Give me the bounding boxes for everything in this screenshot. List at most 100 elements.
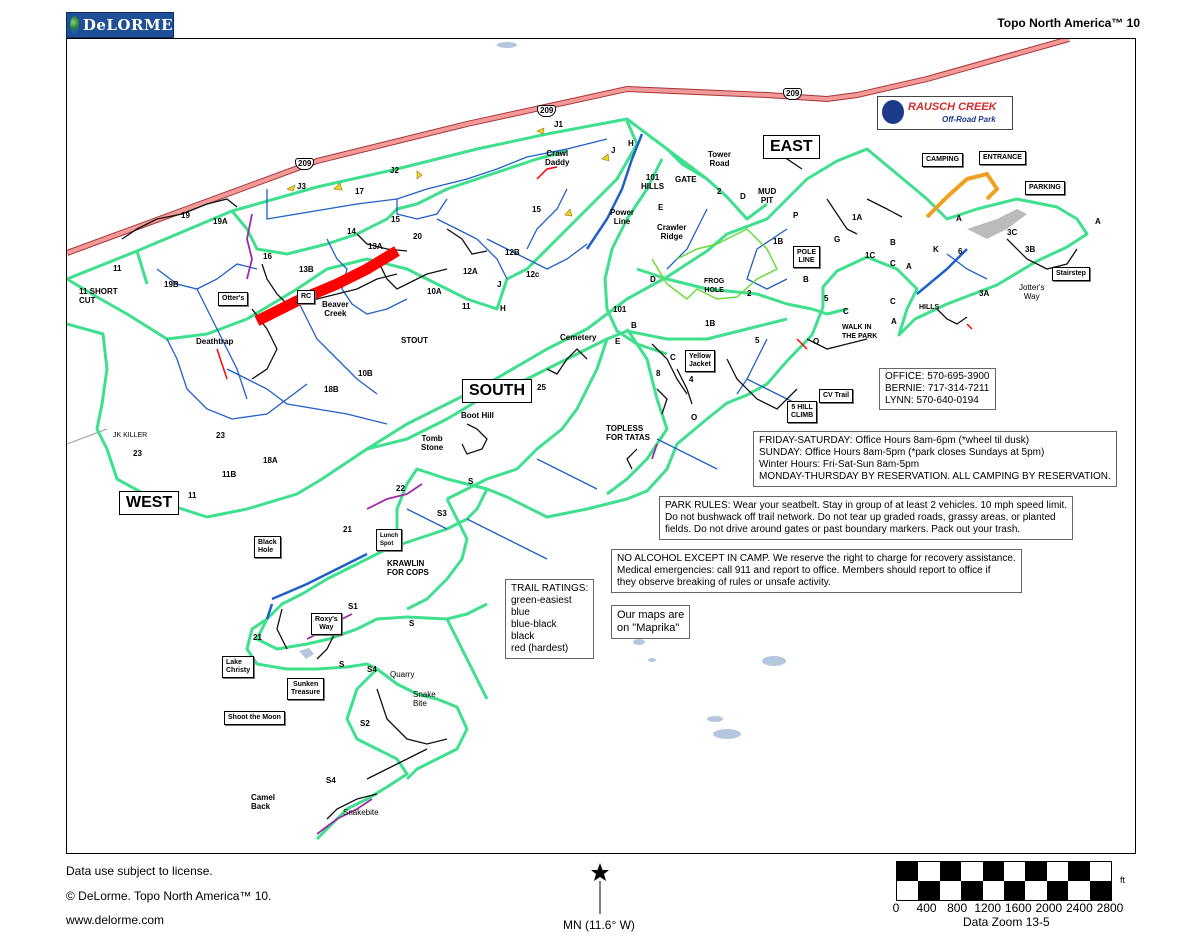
trail-label: C <box>843 307 849 316</box>
trail-label: A <box>956 214 962 223</box>
trail-label: J <box>611 146 616 155</box>
trail-label: G <box>834 235 841 244</box>
trail-label: S <box>339 660 345 669</box>
scale-bar-segment <box>1089 862 1111 881</box>
trail-label: A <box>891 317 897 326</box>
maprika-line: Our maps are <box>617 609 685 621</box>
trail-label: Crawl Daddy <box>545 149 570 167</box>
trail-label: Tomb Stone <box>421 434 444 452</box>
trail-label: 17 <box>355 187 364 196</box>
hours-line: Winter Hours: Fri-Sat-Sun 8am-5pm <box>759 459 920 470</box>
trail-label: 8 <box>656 369 661 378</box>
park-rules-panel: PARK RULES: Wear your seatbelt. Stay in … <box>659 496 1074 540</box>
callout-camping: CAMPING <box>922 153 964 167</box>
water-body <box>762 656 786 666</box>
hours-line: SUNDAY: Office Hours 8am-5pm (*park clos… <box>759 447 1045 458</box>
scale-bar-segment <box>897 881 919 900</box>
trail-label: O <box>813 337 820 346</box>
trail-label: Tower Road <box>708 150 731 168</box>
scale-tick-label: 2800 <box>1096 901 1124 915</box>
green-trails <box>67 117 1089 841</box>
blue-trails <box>156 138 988 560</box>
magnetic-north-label: MN (11.6° W) <box>563 918 635 932</box>
trail-label: S1 <box>348 602 358 611</box>
contact-lynn: LYNN: 570-640-0194 <box>885 395 979 406</box>
trail-label: E <box>615 337 621 346</box>
rating-line: green-easiest <box>511 595 572 606</box>
trail-label: FROG HOLE <box>704 278 725 294</box>
trail-label: 19B <box>164 280 179 289</box>
rules-line: PARK RULES: Wear your seatbelt. Stay in … <box>665 500 1068 511</box>
scale-bar-segment <box>1025 881 1047 900</box>
park-logo-title: RAUSCH CREEK <box>908 101 997 113</box>
red-trail <box>216 348 228 380</box>
trail-label: 21 <box>253 633 262 642</box>
rating-line: black <box>511 631 535 642</box>
scale-bar-segment <box>982 862 1004 881</box>
trail-label: S <box>468 477 474 486</box>
trail-label: Camel Back <box>251 793 276 811</box>
delorme-logo: DeLORME <box>66 12 174 38</box>
callout-yellow-jacket: Yellow Jacket <box>685 350 715 372</box>
trail-label: P <box>793 211 799 220</box>
tire-icon <box>882 100 904 124</box>
callout-pole-line: POLE LINE <box>793 246 821 268</box>
scale-tick-label: 1200 <box>974 901 1002 915</box>
website-link[interactable]: www.delorme.com <box>66 913 165 927</box>
trail-label: 101 HILLS <box>641 173 665 191</box>
blue-black-trail <box>916 248 968 295</box>
trail-label: A <box>906 262 912 271</box>
highway-209-fill <box>67 39 1070 255</box>
trail-label: 25 <box>537 383 546 392</box>
callout-5-hill-climb: 5 HILL CLIMB <box>787 401 818 423</box>
trail-label: C <box>890 259 896 268</box>
trail-label: 10A <box>427 287 442 296</box>
scale-tick-label: 2000 <box>1035 901 1063 915</box>
scale-bar-segment <box>961 881 983 900</box>
trail-label: 11 SHORT CUT <box>79 287 118 305</box>
trail-label: S4 <box>367 665 377 674</box>
trail-label: 1A <box>852 213 863 222</box>
trail-label: J2 <box>390 166 399 175</box>
trail-label: HILLS <box>919 304 940 311</box>
scale-bar-segment <box>1089 881 1111 900</box>
trail-label: 5 <box>824 294 829 303</box>
camping-road <box>925 171 1000 219</box>
trail-label: D <box>740 192 746 201</box>
trail-label: 23 <box>133 449 142 458</box>
rating-line: blue <box>511 607 530 618</box>
scale-bar-segment <box>1046 881 1069 900</box>
scale-tick-label: 2400 <box>1066 901 1093 915</box>
scale-tick-label: 0 <box>892 901 900 915</box>
trail-label: 22 <box>396 484 405 493</box>
scale-tick-label: 400 <box>916 901 937 915</box>
scale-bar-segment <box>918 881 940 900</box>
scale-bar-segment <box>1004 881 1026 900</box>
red-trail <box>966 323 973 330</box>
region-east: EAST <box>763 135 820 159</box>
trail-label: B <box>631 321 637 330</box>
trail-label: 13B <box>299 265 314 274</box>
callout-rc: RC <box>297 290 316 304</box>
callout-sunken-treasure: Sunken Treasure <box>287 678 325 700</box>
frog-hole-loop <box>651 228 779 300</box>
trail-label: MUD PIT <box>758 187 777 205</box>
contacts-panel: OFFICE: 570-695-3900 BERNIE: 717-314-721… <box>879 368 996 410</box>
scale-bar-segment <box>939 881 962 900</box>
trail-label: 20 <box>413 232 422 241</box>
north-arrow-icon <box>591 863 609 914</box>
map-frame[interactable]: 209 209 209 RAUSCH CREEK Off-Road Park W… <box>66 38 1136 854</box>
trail-label: B <box>890 238 896 247</box>
trail-label: J <box>497 280 502 289</box>
trail-label: 18A <box>263 456 278 465</box>
trail-label: Quarry <box>390 670 415 679</box>
trail-label: 19A <box>213 217 228 226</box>
hours-panel: FRIDAY-SATURDAY: Office Hours 8am-6pm (*… <box>753 431 1117 487</box>
trail-label: KRAWLIN FOR COPS <box>387 559 429 577</box>
red-hardest-trail <box>254 246 400 326</box>
trail-label: 13A <box>368 242 383 251</box>
trail-label: 1B <box>773 237 784 246</box>
trail-label: 5 <box>755 336 760 345</box>
maprika-note: Our maps are on "Maprika" <box>611 605 691 639</box>
contact-office: OFFICE: 570-695-3900 <box>885 371 990 382</box>
